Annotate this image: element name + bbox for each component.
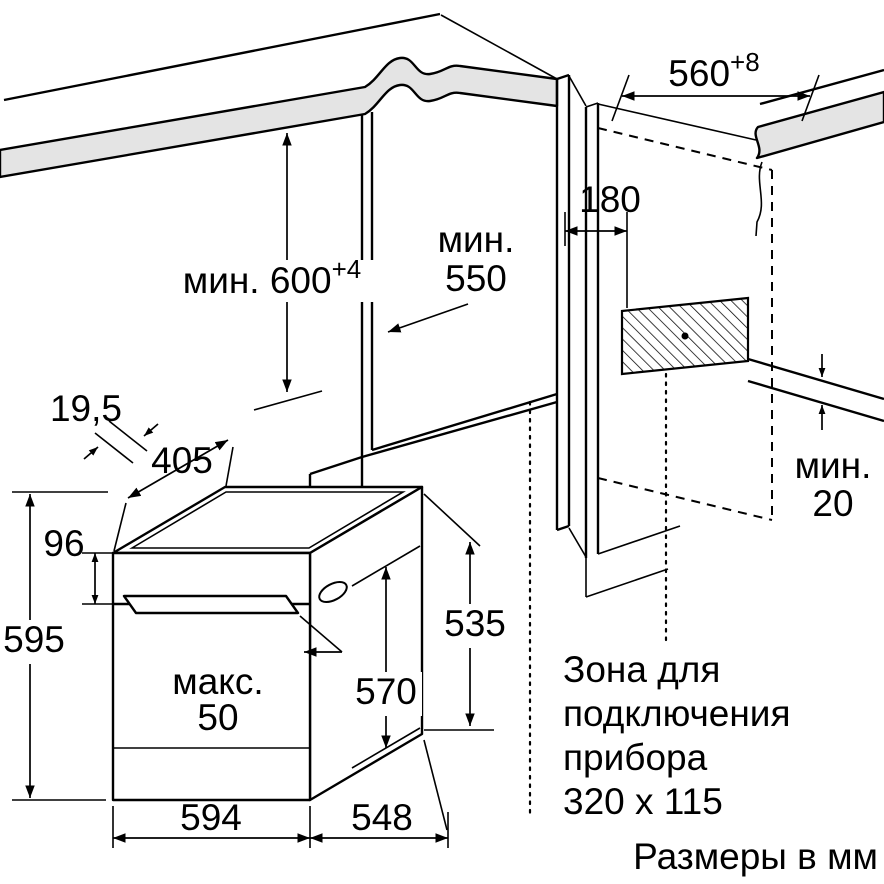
dim-label-niche-depth-2: 550: [445, 258, 507, 299]
label-backdrop: [158, 260, 386, 302]
dim-arrow-front-lip-b: [143, 423, 159, 437]
dim-label-rear-height: 535: [444, 603, 506, 644]
dim-arrow-niche-depth: [387, 303, 469, 333]
dim-label-rear-gap-2: 20: [812, 483, 853, 524]
zone-caption-line-1: Зона для: [563, 649, 720, 690]
zone-caption-line-2: подключения: [563, 693, 791, 734]
zone-caption-line-4: 320 x 115: [563, 781, 723, 822]
dim-label-bottom-depth: 548: [351, 797, 413, 838]
right-countertop: [754, 90, 884, 160]
left-countertop: [0, 56, 559, 179]
label-backdrop: [350, 672, 422, 716]
units-note: Размеры в мм: [633, 836, 878, 877]
dim-label-handle-max-1: макс.: [172, 661, 263, 702]
dim-label-niche-height: мин. 600+4: [183, 254, 362, 301]
oven-handle: [122, 594, 300, 615]
dim-label-niche-width: 560+8: [668, 47, 759, 94]
zone-caption-line-3: прибора: [563, 737, 708, 778]
dim-arrow-top-depth: [127, 439, 229, 499]
connection-zone-caption: Зона для подключения прибора 320 x 115: [563, 649, 791, 822]
dim-label-width: 594: [180, 797, 242, 838]
dim-label-total-height: 595: [3, 619, 65, 660]
right-cabinet: [568, 68, 884, 598]
dimension-lines: [12, 74, 826, 848]
dim-label-top-depth: 405: [151, 440, 213, 481]
dim-label-niche-depth-1: мин.: [438, 219, 515, 260]
dim-label-handle-max-2: 50: [197, 697, 238, 738]
dim-label-rear-gap-1: мин.: [795, 445, 872, 486]
dim-label-panel-height: 96: [43, 523, 84, 564]
dim-label-door-height: 570: [355, 671, 417, 712]
dim-label-outlet-offset: 180: [579, 179, 641, 220]
connection-zone: [620, 296, 750, 647]
side-grip-cutout: [318, 581, 348, 603]
oven: [111, 485, 424, 802]
oven-front-face: [111, 551, 312, 802]
dimension-labels: мин. 600+4 560+8 мин. 550 180 мин. 20 19…: [3, 47, 871, 838]
label-backdrop: [6, 620, 62, 664]
label-backdrop: [438, 604, 512, 648]
oven-top-inset: [129, 491, 406, 549]
dim-label-front-lip: 19,5: [50, 388, 122, 429]
connection-point-dot: [681, 332, 689, 340]
dim-arrow-front-lip-a: [83, 446, 99, 460]
